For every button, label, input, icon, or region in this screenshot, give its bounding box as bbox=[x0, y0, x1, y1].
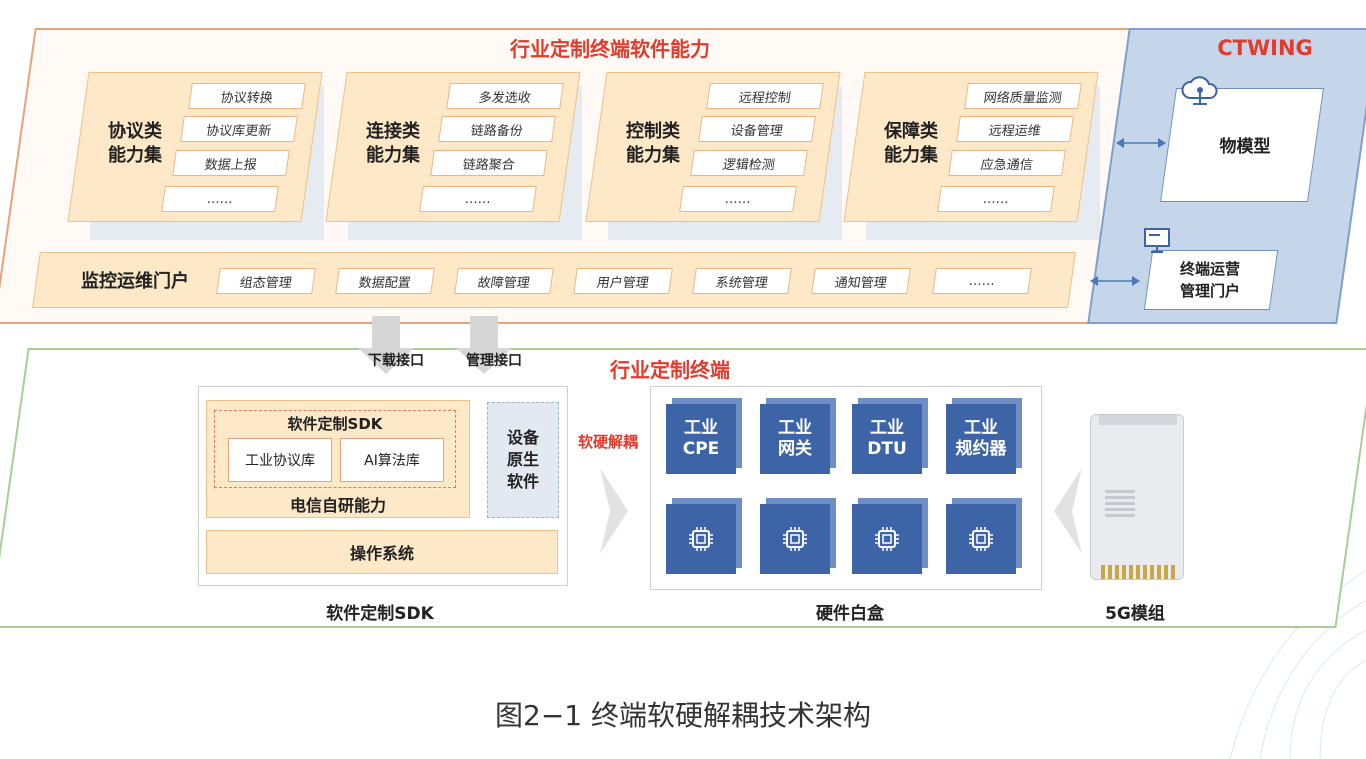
capability-item: 协议库更新 bbox=[180, 116, 298, 142]
ai-algorithm-lib: AI算法库 bbox=[340, 438, 444, 482]
hardware-cube-gateway: 工业网关 bbox=[760, 404, 830, 474]
chip-icon bbox=[875, 527, 899, 551]
capability-item: 数据上报 bbox=[172, 150, 290, 176]
monitor-item: 故障管理 bbox=[454, 268, 554, 294]
chip-cube bbox=[852, 504, 922, 574]
monitor-item: 通知管理 bbox=[811, 268, 911, 294]
group-name: 连接类能力集 bbox=[366, 121, 420, 166]
decouple-label: 软硬解耦 bbox=[577, 432, 638, 451]
hardware-cube-protocol-converter: 工业规约器 bbox=[946, 404, 1016, 474]
monitor-item: …… bbox=[932, 268, 1032, 294]
capability-item: 链路备份 bbox=[438, 116, 556, 142]
figure-caption: 图2−1 终端软硬解耦技术架构 bbox=[495, 699, 871, 732]
os-box: 操作系统 bbox=[206, 530, 558, 574]
chip-icon bbox=[783, 527, 807, 551]
chip-cube bbox=[946, 504, 1016, 574]
double-arrow-icon bbox=[1116, 138, 1166, 148]
sdk-dashed-frame bbox=[214, 410, 456, 488]
5g-module-image bbox=[1090, 414, 1184, 580]
ctwing-title: CTWING bbox=[1217, 36, 1313, 60]
industry-terminal-title: 行业定制终端 bbox=[610, 357, 730, 382]
capability-item: 链路聚合 bbox=[430, 150, 548, 176]
sdk-inner-title: 软件定制SDK bbox=[287, 414, 383, 433]
capability-item: 应急通信 bbox=[948, 150, 1066, 176]
chip-icon bbox=[689, 527, 713, 551]
chip-cube bbox=[666, 504, 736, 574]
monitor-icon bbox=[1144, 228, 1170, 253]
chevron-left-icon bbox=[1054, 468, 1082, 554]
capability-item: 远程运维 bbox=[956, 116, 1074, 142]
capability-item: …… bbox=[679, 186, 797, 212]
module-qr-code bbox=[1105, 487, 1135, 517]
group-name: 控制类能力集 bbox=[626, 121, 680, 166]
capability-item: …… bbox=[937, 186, 1055, 212]
double-arrow-icon bbox=[1090, 276, 1140, 286]
monitor-item: 数据配置 bbox=[335, 268, 435, 294]
capability-item: 设备管理 bbox=[698, 116, 816, 142]
chip-icon bbox=[969, 527, 993, 551]
interface-arrows bbox=[358, 316, 512, 374]
capability-item: 多发选收 bbox=[446, 83, 564, 109]
module-connector bbox=[1101, 565, 1175, 579]
capability-item: 逻辑检测 bbox=[690, 150, 808, 176]
group-name: 保障类能力集 bbox=[884, 121, 938, 166]
5g-module-label: 5G模组 bbox=[1105, 603, 1165, 624]
sdk-footer-label: 软件定制SDK bbox=[326, 603, 434, 624]
cloud-icon bbox=[1181, 76, 1218, 105]
terminal-portal-label: 终端运营管理门户 bbox=[1179, 260, 1240, 300]
thing-model-label: 物模型 bbox=[1219, 136, 1271, 157]
capability-item: 协议转换 bbox=[188, 83, 306, 109]
capability-item: …… bbox=[419, 186, 537, 212]
monitor-item: 用户管理 bbox=[573, 268, 673, 294]
industrial-protocol-lib: 工业协议库 bbox=[228, 438, 332, 482]
group-name: 协议类能力集 bbox=[108, 121, 162, 166]
native-software-box: 设备原生软件 bbox=[487, 402, 559, 518]
capability-item: …… bbox=[161, 186, 279, 212]
chip-cube bbox=[760, 504, 830, 574]
chevron-right-icon bbox=[600, 468, 628, 554]
hardware-footer-label: 硬件白盒 bbox=[816, 603, 884, 624]
capability-item: 远程控制 bbox=[706, 83, 824, 109]
monitor-item: 组态管理 bbox=[216, 268, 316, 294]
capability-item: 网络质量监测 bbox=[964, 83, 1082, 109]
telecom-capability-label: 电信自研能力 bbox=[289, 496, 386, 515]
module-top-edge bbox=[1099, 415, 1177, 425]
download-interface-label: 下载接口 bbox=[368, 353, 424, 369]
management-interface-label: 管理接口 bbox=[466, 353, 522, 369]
monitor-item: 系统管理 bbox=[692, 268, 792, 294]
software-capability-title: 行业定制终端软件能力 bbox=[510, 36, 710, 61]
monitor-portal-title: 监控运维门户 bbox=[81, 271, 189, 292]
